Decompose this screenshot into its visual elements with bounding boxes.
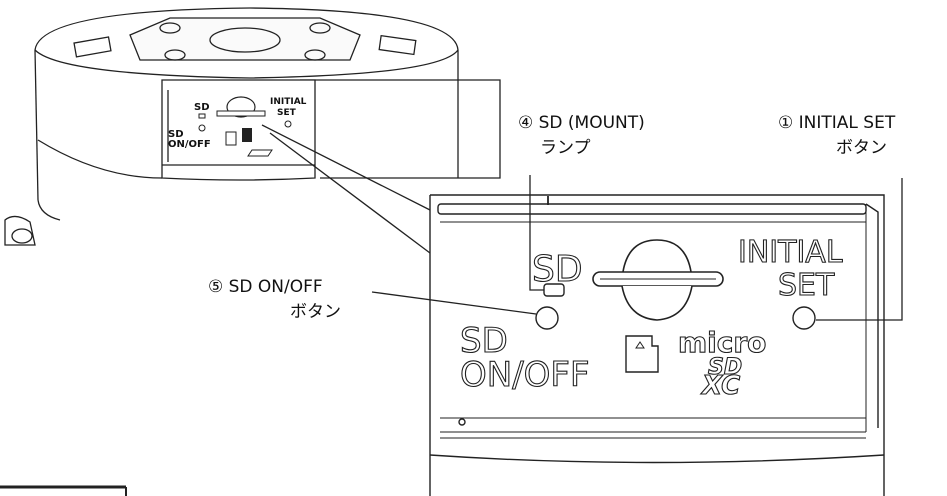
sd-onoff-label-2: ON/OFF	[460, 355, 590, 395]
set-label: SET	[778, 268, 835, 303]
leader-lines	[371, 175, 903, 321]
small-onoff-label: ON/OFF	[168, 139, 211, 150]
callout-initial-set-title: ① INITIAL SET	[778, 113, 896, 133]
small-sd-onoff-button	[198, 124, 206, 132]
callout-sd-onoff-title: ⑤ SD ON/OFF	[208, 277, 323, 297]
small-sd-lamp	[198, 113, 206, 119]
xc-logo: XC	[700, 371, 740, 401]
small-xc-logo	[247, 149, 273, 157]
initial-set-button	[792, 306, 816, 330]
small-initial-set-button	[284, 120, 292, 128]
sd-logo: SD	[708, 355, 742, 380]
small-initial-label: INITIAL	[270, 97, 307, 107]
small-micro-logo	[242, 128, 252, 142]
callout-sd-onoff-sub: ボタン	[290, 302, 341, 322]
small-sd-panel: SD INITIAL SET SD ON/OFF	[168, 96, 307, 157]
callout-initial-set: ① INITIAL SET ボタン	[778, 113, 896, 158]
callout-initial-set-sub: ボタン	[836, 138, 887, 158]
sd-onoff-label-1: SD	[460, 321, 508, 361]
small-set-label: SET	[277, 108, 297, 118]
sd-mount-lamp	[543, 283, 565, 297]
card-slot	[592, 239, 724, 321]
bottom-left-box	[0, 485, 127, 496]
camera-body	[4, 7, 501, 246]
callout-sd-onoff: ⑤ SD ON/OFF ボタン	[208, 277, 341, 322]
callout-sd-mount-sub: ランプ	[540, 138, 591, 158]
sd-card-icon	[625, 335, 659, 373]
zoom-lines	[261, 124, 431, 254]
callout-sd-mount-title: ④ SD (MOUNT)	[518, 113, 645, 133]
small-sd-card-icon	[225, 131, 237, 146]
small-sd-label: SD	[194, 102, 210, 113]
micro-logo: micro	[678, 326, 766, 359]
sd-onoff-button	[535, 306, 559, 330]
callout-sd-mount: ④ SD (MOUNT) ランプ	[518, 113, 645, 158]
small-sd2-label: SD	[168, 129, 184, 140]
sd-label: SD	[532, 249, 583, 290]
initial-label: INITIAL	[738, 235, 843, 270]
